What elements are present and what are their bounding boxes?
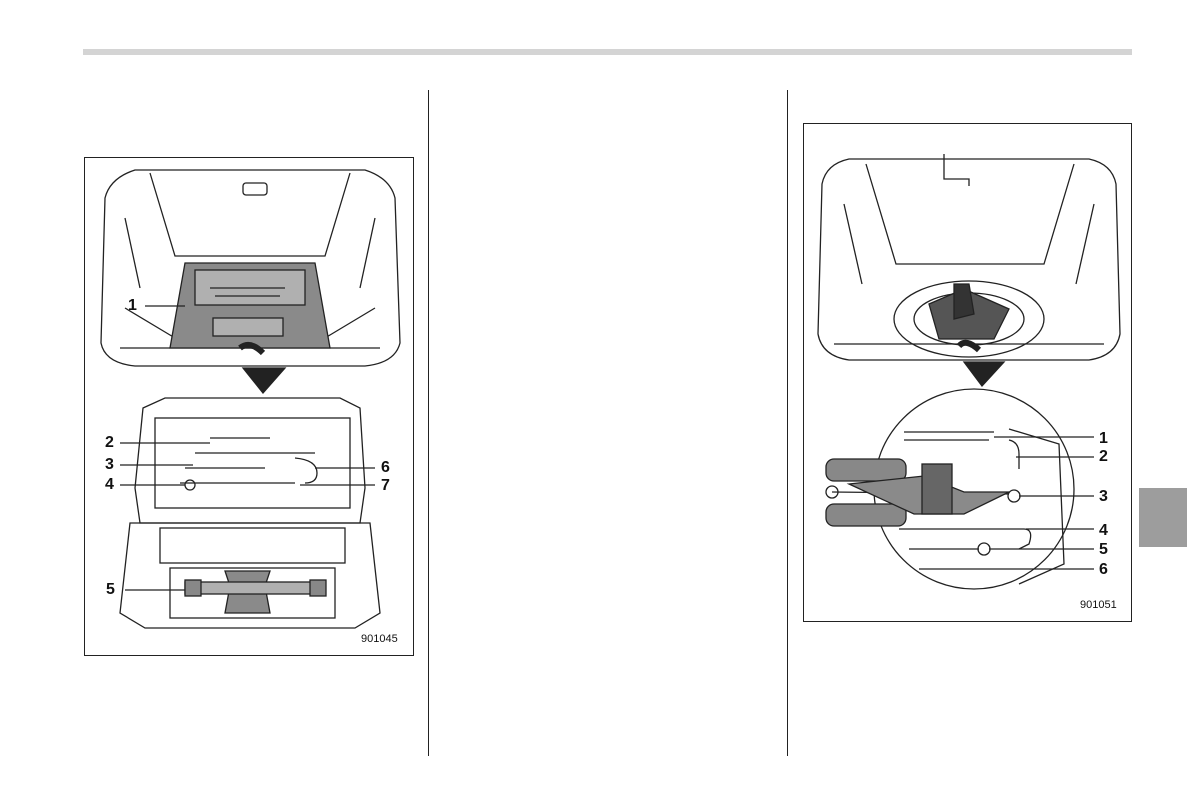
callout-6: 6 [1099,562,1108,578]
spare-tire-illustration [804,124,1133,623]
column-divider-left [428,90,429,756]
callout-4: 4 [1099,523,1108,539]
callout-2: 2 [1099,449,1108,465]
header-rule [83,49,1132,55]
figure-code: 901051 [1080,599,1117,611]
callout-6: 6 [381,460,390,476]
callout-5: 5 [106,582,115,598]
column-divider-right [787,90,788,756]
figure-code: 901045 [361,633,398,645]
callout-3: 3 [1099,489,1108,505]
callout-1: 1 [128,298,137,314]
callout-2: 2 [105,435,114,451]
callout-7: 7 [381,478,390,494]
cargo-tray-illustration [85,158,415,657]
figure-spare-tire-tools: 1 2 3 4 5 6 901051 [803,123,1132,622]
chapter-tab[interactable] [1139,488,1187,547]
callout-5: 5 [1099,542,1108,558]
figure-cargo-tray-tools: 1 2 3 4 5 6 7 901045 [84,157,414,656]
callout-4: 4 [105,477,114,493]
callout-1: 1 [1099,431,1108,447]
callout-3: 3 [105,457,114,473]
